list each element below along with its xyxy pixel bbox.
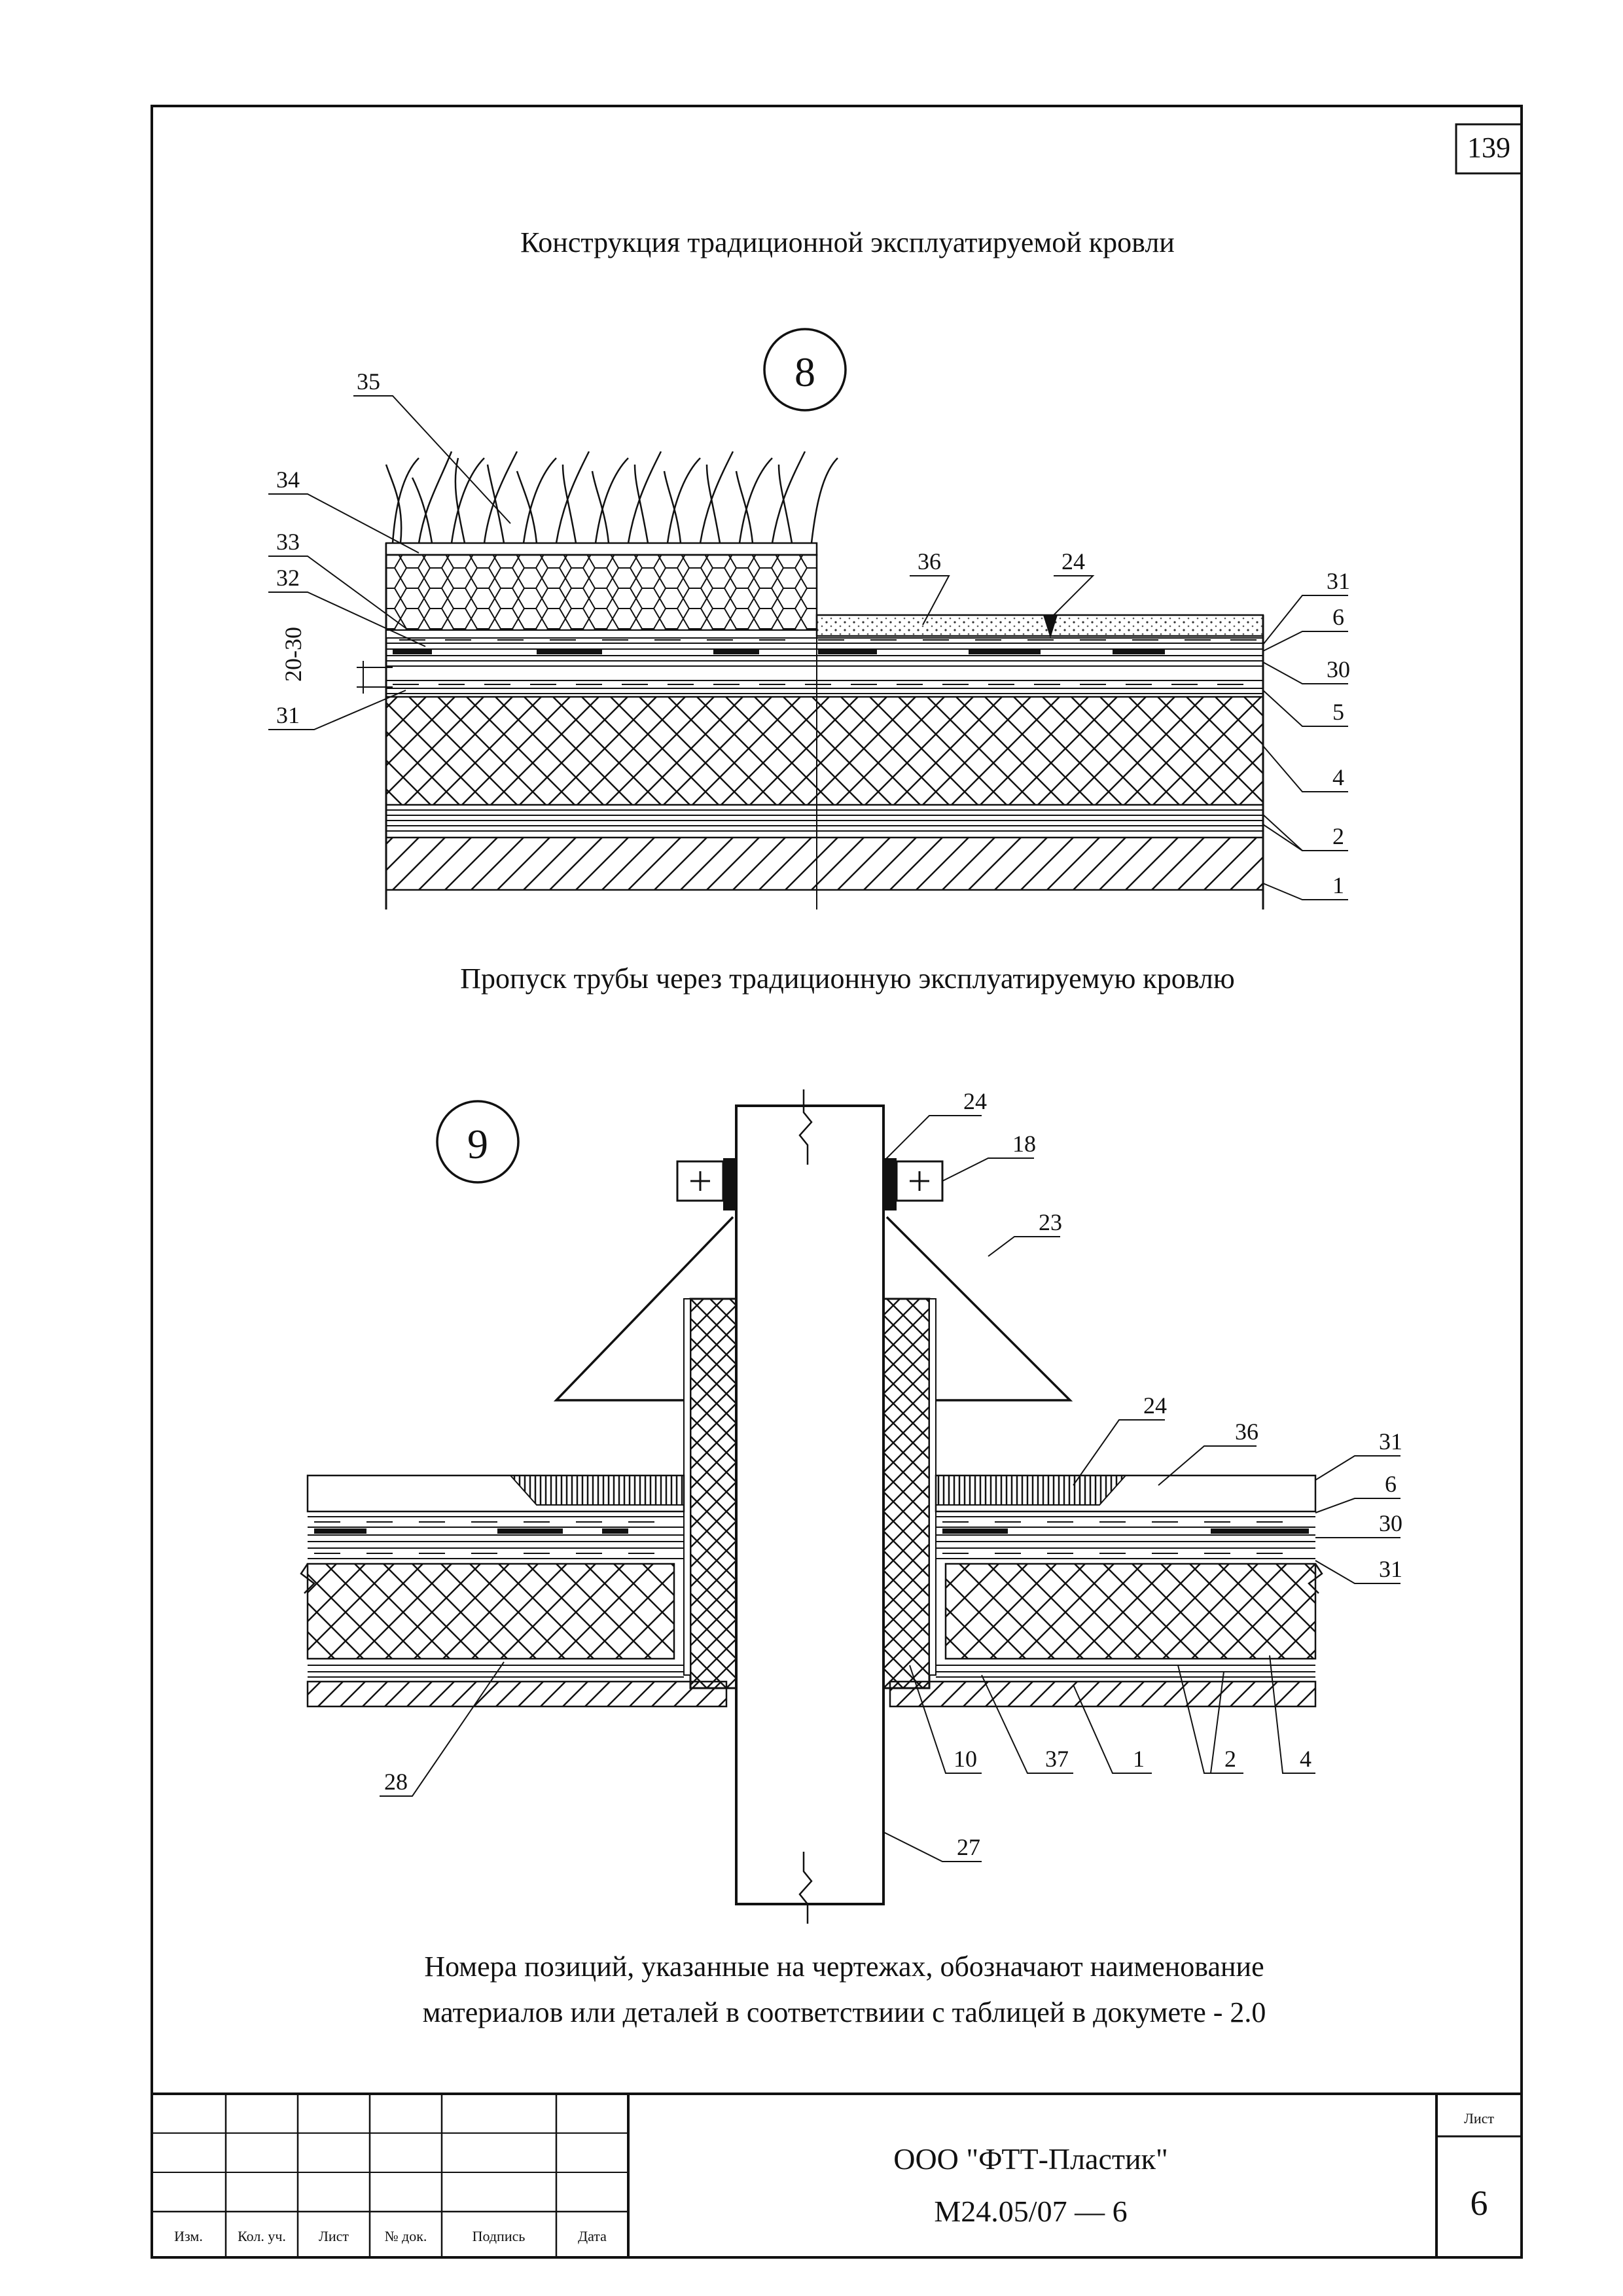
dimension-20-30: 20-30 [280, 627, 306, 682]
drainage-hex-layer [385, 554, 818, 631]
slab-right [889, 1680, 1317, 1708]
label-28: 28 [384, 1769, 408, 1795]
section8-title: Конструкция традиционной эксплуатируемой… [520, 226, 1175, 258]
tb-sheet-value: 6 [1471, 2183, 1488, 2223]
tb-col-izm: Изм. [174, 2228, 203, 2244]
title-block [152, 2093, 1522, 2257]
label-30-9: 30 [1379, 1510, 1402, 1536]
concrete-slab [385, 836, 1264, 891]
label-4-9: 4 [1300, 1746, 1311, 1772]
label-31-9: 31 [1379, 1428, 1402, 1455]
tile-layer [815, 614, 1264, 637]
roof-section-8: 20-30 35 34 33 32 31 36 24 31 [268, 368, 1350, 910]
tb-col-kol-uch: Кол. уч. [238, 2228, 286, 2244]
label-24-top: 24 [963, 1088, 987, 1114]
label-4: 4 [1332, 764, 1344, 790]
label-18: 18 [1012, 1131, 1036, 1157]
label-35: 35 [357, 368, 380, 395]
label-24: 24 [1061, 548, 1085, 574]
sheet-number-box: 139 [1455, 123, 1523, 175]
detail-9-number: 9 [467, 1121, 488, 1167]
label-27: 27 [957, 1834, 980, 1860]
insulation-layer [385, 696, 1264, 806]
insulation-right [944, 1563, 1317, 1660]
label-6-9: 6 [1385, 1471, 1397, 1497]
tb-company: ООО "ФТТ-Пластик" [893, 2142, 1168, 2176]
grass-layer [385, 451, 838, 544]
tb-col-signature: Подпись [473, 2228, 526, 2244]
sleeve-left [689, 1298, 738, 1689]
note-line-2: материалов или деталей в соответствиии с… [423, 1996, 1266, 2028]
sheet-number: 139 [1467, 132, 1510, 164]
pipe-penetration-9: 24 18 23 24 36 31 6 30 31 28 10 37 1 2 4… [300, 1088, 1402, 1924]
label-30: 30 [1327, 656, 1350, 682]
label-36-9: 36 [1235, 1419, 1258, 1445]
label-6: 6 [1332, 604, 1344, 630]
label-1: 1 [1332, 872, 1344, 898]
label-36: 36 [918, 548, 941, 574]
tb-col-date: Дата [578, 2228, 607, 2244]
section9-title: Пропуск трубы через традиционную эксплуа… [460, 963, 1234, 995]
sleeve-right [882, 1298, 931, 1689]
label-31: 31 [1327, 568, 1350, 594]
detail-8-number: 8 [794, 349, 815, 395]
label-32: 32 [276, 565, 300, 591]
label-37: 37 [1045, 1746, 1069, 1772]
label-5: 5 [1332, 699, 1344, 725]
label-31b-9: 31 [1379, 1556, 1402, 1582]
label-1-9: 1 [1133, 1746, 1145, 1772]
detail-8-circle: 8 [763, 328, 847, 412]
label-24-mid: 24 [1143, 1392, 1167, 1419]
label-34: 34 [276, 467, 300, 493]
slab-left [306, 1680, 728, 1708]
apron-cone [553, 1216, 734, 1402]
tb-sheet-label: Лист [1464, 2110, 1494, 2127]
label-10: 10 [954, 1746, 977, 1772]
label-2-9: 2 [1224, 1746, 1236, 1772]
note-line-1: Номера позиций, указанные на чертежах, о… [424, 1951, 1264, 1983]
tb-document: М24.05/07 — 6 [934, 2195, 1127, 2228]
label-31-left: 31 [276, 702, 300, 728]
label-33: 33 [276, 529, 300, 555]
sheet-frame [151, 105, 1523, 2259]
label-2: 2 [1332, 823, 1344, 849]
label-23: 23 [1039, 1209, 1062, 1235]
tb-col-doc: № док. [385, 2228, 427, 2244]
pipe [735, 1104, 885, 1905]
tb-col-list: Лист [319, 2228, 349, 2244]
detail-9-circle: 9 [436, 1100, 520, 1184]
insulation-left [306, 1563, 675, 1660]
